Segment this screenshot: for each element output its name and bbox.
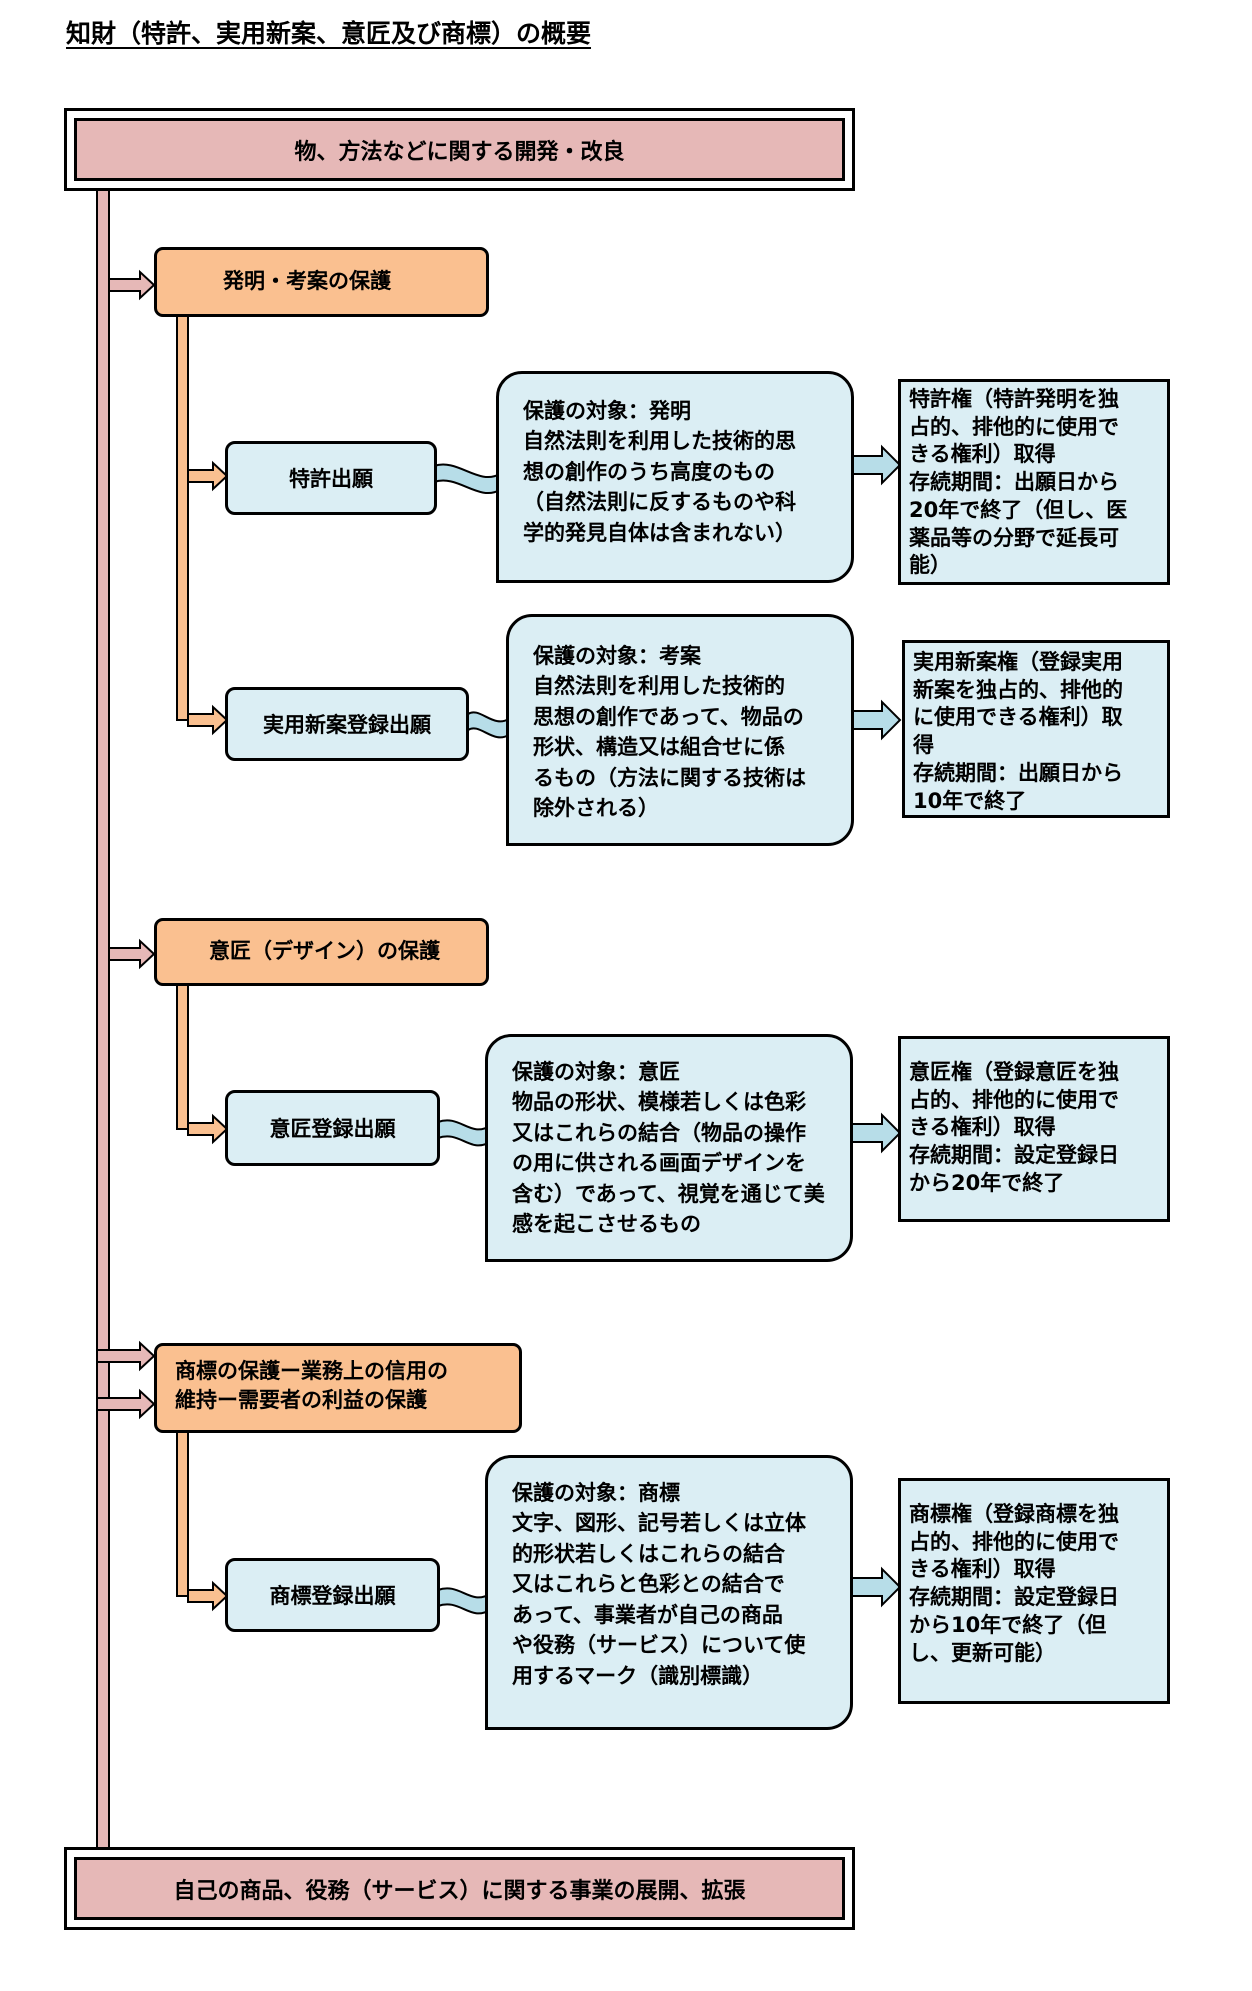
utility-object-line: 形状、構造又は組合せに係	[533, 735, 785, 760]
design-object-line: 感を起こさせるもの	[512, 1212, 701, 1237]
trademark-object-line: あって、事業者が自己の商品	[512, 1602, 783, 1627]
design-object-callout: 保護の対象：意匠 物品の形状、模様若しくは色彩 又はこれらの結合（物品の操作 の…	[485, 1034, 853, 1262]
main-trunk-line	[96, 185, 110, 1852]
arrow-to-trademark-upper	[96, 1340, 156, 1372]
utility-right-line: 存続期間：出願日から	[913, 760, 1123, 785]
category-trademark: 商標の保護ー業務上の信用の 維持ー需要者の利益の保護	[154, 1343, 522, 1433]
utility-application-box: 実用新案登録出願	[225, 687, 469, 761]
trademark-object-callout: 保護の対象：商標 文字、図形、記号若しくは立体 的形状若しくはこれらの結合 又は…	[485, 1455, 853, 1730]
utility-application-label: 実用新案登録出願	[263, 713, 431, 737]
patent-right-line: 能）	[909, 553, 951, 578]
wave-design	[437, 1119, 491, 1147]
design-right-line: 占的、排他的に使用で	[909, 1087, 1119, 1112]
category-trademark-line-1: 商標の保護ー業務上の信用の	[175, 1359, 448, 1383]
trademark-object-line: や役務（サービス）について使	[512, 1633, 806, 1658]
trademark-object-line: 文字、図形、記号若しくは立体	[512, 1511, 806, 1536]
utility-right-line: 新案を独占的、排他的	[913, 677, 1123, 702]
trademark-right-box: 商標権（登録商標を独 占的、排他的に使用で きる権利）取得 存続期間：設定登録日…	[898, 1478, 1170, 1704]
design-branch-line	[176, 981, 189, 1130]
trademark-object-line: 保護の対象：商標	[512, 1481, 680, 1505]
patent-object-callout: 保護の対象：発明 自然法則を利用した技術的思 想の創作のうち高度のもの （自然法…	[496, 371, 854, 583]
patent-right-line: 特許権（特許発明を独	[909, 387, 1119, 411]
design-right-line: 意匠権（登録意匠を独	[909, 1060, 1119, 1084]
design-right-line: 存続期間：設定登録日	[909, 1143, 1119, 1168]
design-object-line: の用に供される画面デザインを	[512, 1151, 806, 1176]
trademark-application-label: 商標登録出願	[269, 1584, 396, 1608]
category-trademark-line-2: 維持ー需要者の利益の保護	[175, 1388, 427, 1413]
trademark-object-line: 用するマーク（識別標識）	[512, 1663, 764, 1688]
utility-right-line: 10年で終了	[913, 788, 1027, 813]
arrow-to-design	[108, 938, 156, 970]
trademark-right-line: きる権利）取得	[909, 1557, 1056, 1582]
patent-right-line: 占的、排他的に使用で	[909, 414, 1119, 439]
trademark-right-line: から10年で終了（但	[909, 1612, 1107, 1637]
arrow-to-trademark-lower	[96, 1388, 156, 1420]
wave-patent	[433, 463, 501, 495]
trademark-right-line: 占的、排他的に使用で	[909, 1529, 1119, 1554]
patent-right-line: 薬品等の分野で延長可	[909, 525, 1119, 550]
arrow-to-design-right	[851, 1112, 902, 1154]
design-application-box: 意匠登録出願	[225, 1090, 440, 1166]
bottom-business-label: 自己の商品、役務（サービス）に関する事業の展開、拡張	[74, 1857, 845, 1920]
utility-right-line: 実用新案権（登録実用	[913, 650, 1123, 674]
arrow-to-trademark-app	[187, 1580, 229, 1612]
trademark-right-line: 商標権（登録商標を独	[909, 1502, 1119, 1526]
utility-object-callout: 保護の対象：考案 自然法則を利用した技術的 思想の創作であって、物品の 形状、構…	[506, 614, 854, 846]
patent-right-line: 20年で終了（但し、医	[909, 497, 1128, 522]
category-design: 意匠（デザイン）の保護	[154, 918, 489, 986]
arrow-to-invention	[108, 269, 156, 301]
invention-branch-line	[176, 312, 189, 721]
design-object-line: 物品の形状、模様若しくは色彩	[512, 1090, 806, 1115]
wave-utility	[467, 711, 511, 739]
arrow-to-design-app	[187, 1113, 229, 1145]
top-development-label: 物、方法などに関する開発・改良	[74, 118, 845, 181]
patent-application-label: 特許出願	[289, 467, 373, 491]
trademark-right-line: 存続期間：設定登録日	[909, 1585, 1119, 1610]
wave-trademark	[437, 1587, 491, 1615]
patent-right-line: 存続期間：出願日から	[909, 470, 1119, 495]
patent-object-line: 想の創作のうち高度のもの	[523, 459, 775, 484]
utility-object-line: 思想の創作であって、物品の	[533, 704, 804, 729]
bottom-business-box: 自己の商品、役務（サービス）に関する事業の展開、拡張	[64, 1847, 855, 1930]
design-object-line: 保護の対象：意匠	[512, 1060, 680, 1084]
design-object-line: 又はこれらの結合（物品の操作	[512, 1120, 806, 1145]
patent-object-line: 保護の対象：発明	[523, 399, 691, 423]
utility-object-line: 保護の対象：考案	[533, 644, 701, 668]
design-object-line: 含む）であって、視覚を通じて美	[512, 1181, 825, 1206]
arrow-to-patent	[187, 460, 229, 492]
trademark-application-box: 商標登録出願	[225, 1558, 440, 1632]
utility-object-line: 除外される）	[533, 796, 659, 821]
design-right-line: から20年で終了	[909, 1170, 1065, 1195]
top-development-box: 物、方法などに関する開発・改良	[64, 108, 855, 191]
patent-application-box: 特許出願	[225, 441, 437, 515]
patent-right-box: 特許権（特許発明を独 占的、排他的に使用で きる権利）取得 存続期間：出願日から…	[898, 379, 1170, 585]
patent-object-line: 学的発見自体は含まれない）	[523, 520, 796, 545]
utility-right-line: に使用できる権利）取	[913, 705, 1123, 730]
utility-right-box: 実用新案権（登録実用 新案を独占的、排他的 に使用できる権利）取 得 存続期間：…	[902, 640, 1170, 818]
arrow-to-trademark-right	[851, 1566, 902, 1608]
trademark-branch-line	[176, 1431, 189, 1597]
category-invention: 発明・考案の保護	[154, 247, 489, 317]
trademark-object-line: 又はこれらと色彩との結合で	[512, 1572, 785, 1597]
arrow-to-utility-right	[851, 699, 902, 741]
arrow-to-patent-right	[851, 444, 902, 486]
design-right-box: 意匠権（登録意匠を独 占的、排他的に使用で きる権利）取得 存続期間：設定登録日…	[898, 1036, 1170, 1222]
category-design-label: 意匠（デザイン）の保護	[209, 939, 440, 964]
patent-object-line: （自然法則に反するものや科	[523, 490, 796, 515]
category-invention-label: 発明・考案の保護	[223, 269, 391, 294]
design-application-label: 意匠登録出願	[269, 1117, 396, 1141]
patent-object-line: 自然法則を利用した技術的思	[523, 429, 796, 454]
patent-right-line: きる権利）取得	[909, 442, 1056, 467]
trademark-object-line: 的形状若しくはこれらの結合	[512, 1541, 785, 1566]
utility-object-line: るもの（方法に関する技術は	[533, 765, 806, 790]
utility-object-line: 自然法則を利用した技術的	[533, 674, 785, 699]
trademark-right-line: し、更新可能）	[909, 1640, 1056, 1665]
utility-right-line: 得	[913, 733, 934, 758]
page-title: 知財（特許、実用新案、意匠及び商標）の概要	[66, 19, 592, 48]
arrow-to-utility	[187, 704, 229, 736]
design-right-line: きる権利）取得	[909, 1115, 1056, 1140]
